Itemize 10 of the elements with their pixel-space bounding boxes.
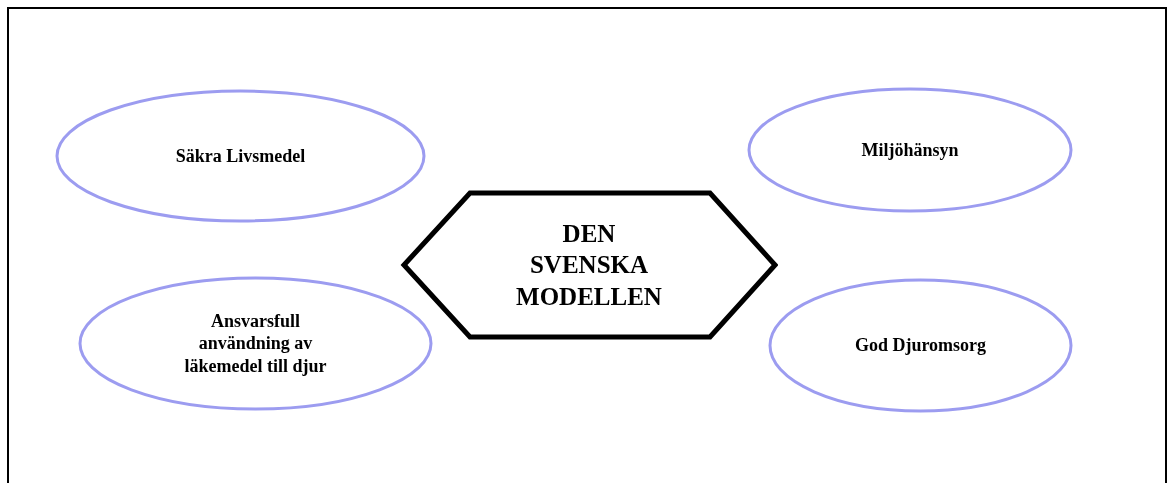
oval-node [747, 87, 1073, 213]
oval-node [78, 276, 433, 411]
oval-node [768, 278, 1073, 413]
node-label: Säkra Livsmedel [175, 144, 306, 168]
node-label: Miljöhänsyn [861, 138, 959, 162]
hexagon-node [400, 190, 778, 340]
oval-node [55, 89, 426, 223]
node-label: DEN SVENSKA MODELLEN [515, 219, 663, 312]
node-label: Ansvarsfull användning av läkemedel till djur [183, 309, 328, 378]
node-label: God Djuromsorg [854, 334, 987, 357]
